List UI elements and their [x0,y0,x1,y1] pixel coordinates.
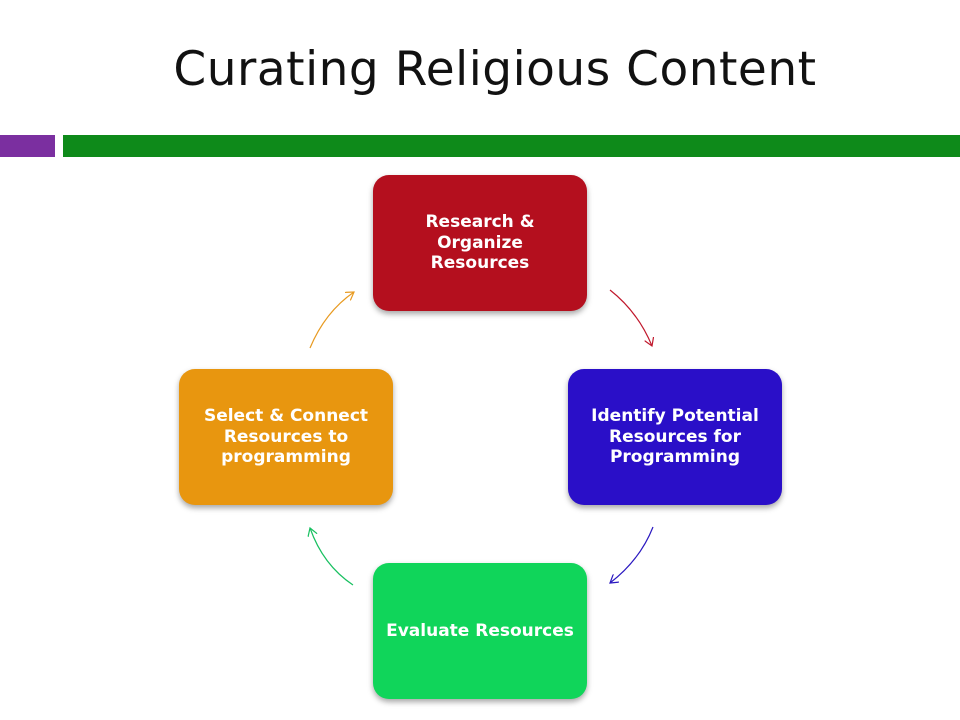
node-select-connect: Select & Connect Resources to programmin… [179,369,393,505]
accent-bar-purple [0,135,55,157]
node-label: Research & Organize Resources [425,212,535,274]
arrow-research-to-identify [609,289,652,346]
node-identify-potential: Identify Potential Resources for Program… [568,369,782,505]
node-research-organize: Research & Organize Resources [373,175,587,311]
slide-title: Curating Religious Content [173,42,817,97]
node-label: Select & Connect Resources to programmin… [203,406,369,468]
accent-bar-green [63,135,960,157]
arrow-select-to-research [309,292,354,349]
node-label: Evaluate Resources [386,620,574,641]
node-label: Identify Potential Resources for Program… [591,406,759,468]
arrow-evaluate-to-select [310,528,354,586]
node-evaluate: Evaluate Resources [373,563,587,699]
arrow-identify-to-evaluate [610,526,654,583]
